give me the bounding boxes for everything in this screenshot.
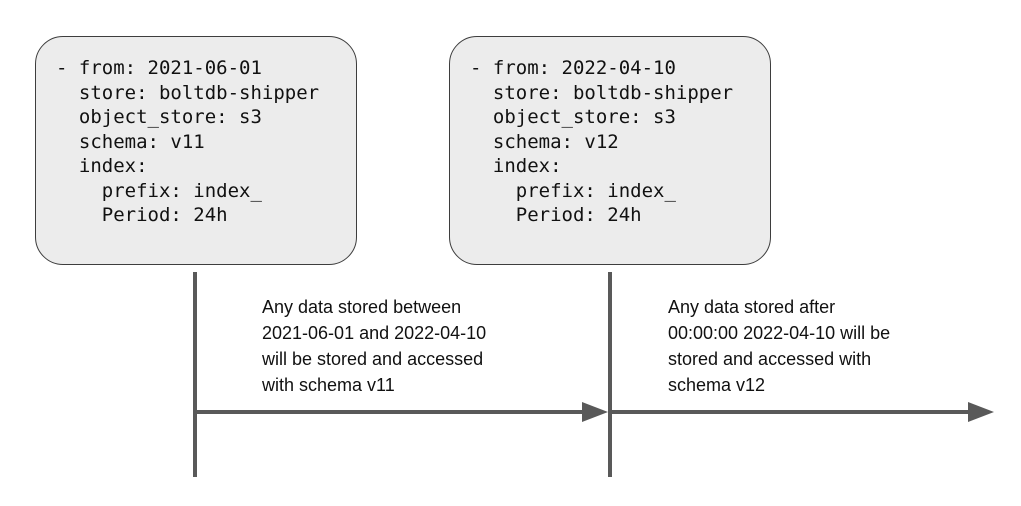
config-box-v11: - from: 2021-06-01 store: boltdb-shipper… bbox=[35, 36, 357, 265]
config-code-v11: - from: 2021-06-01 store: boltdb-shipper… bbox=[56, 57, 320, 226]
timeline-arrow-1-head bbox=[582, 402, 608, 422]
config-code-v12: - from: 2022-04-10 store: boltdb-shipper… bbox=[470, 57, 734, 226]
config-box-v12: - from: 2022-04-10 store: boltdb-shipper… bbox=[449, 36, 771, 265]
annotation-schema-v12: Any data stored after 00:00:00 2022-04-1… bbox=[668, 297, 891, 395]
timeline-arrow-2-head bbox=[968, 402, 994, 422]
annotation-schema-v11: Any data stored between 2021-06-01 and 2… bbox=[262, 297, 487, 395]
